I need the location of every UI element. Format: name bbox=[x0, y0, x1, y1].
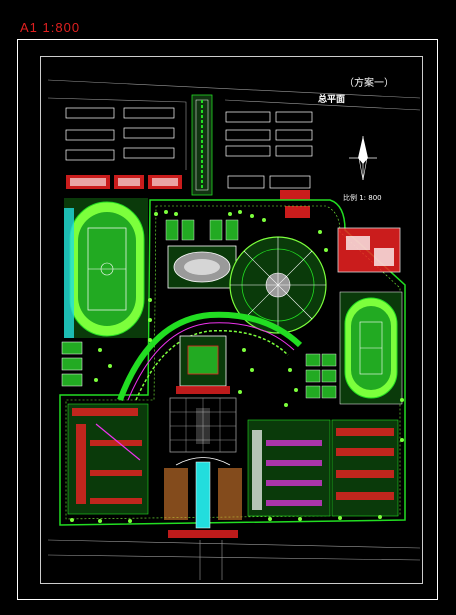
inner-frame bbox=[40, 56, 423, 584]
outer-frame bbox=[17, 39, 438, 600]
west-sports-field bbox=[64, 198, 148, 338]
east-courts bbox=[305, 353, 337, 399]
arc-green-belt bbox=[117, 311, 303, 402]
tree-dots bbox=[70, 210, 404, 523]
north-buildings bbox=[65, 107, 313, 189]
central-library bbox=[176, 335, 230, 394]
central-plaza bbox=[169, 397, 237, 453]
context-roads bbox=[47, 79, 421, 580]
plan-title: 总平面 bbox=[318, 95, 346, 105]
north-arrow-icon bbox=[349, 136, 377, 181]
scale-label: 比例 1: 800 bbox=[343, 194, 382, 202]
north-axis bbox=[191, 94, 213, 196]
gymnasium bbox=[167, 245, 237, 289]
campus-perimeter-road bbox=[59, 199, 406, 526]
east-teaching-complex bbox=[247, 419, 331, 517]
south-axis bbox=[164, 457, 242, 538]
southeast-dormitory bbox=[331, 419, 399, 517]
sheet-label: A1 1:800 bbox=[20, 20, 81, 35]
west-teaching-complex bbox=[67, 403, 149, 515]
scheme-label: （方案一） bbox=[344, 78, 394, 89]
northeast-building bbox=[337, 227, 401, 273]
east-sports-field bbox=[339, 291, 403, 405]
radial-garden bbox=[229, 236, 327, 334]
west-courts bbox=[61, 341, 83, 387]
